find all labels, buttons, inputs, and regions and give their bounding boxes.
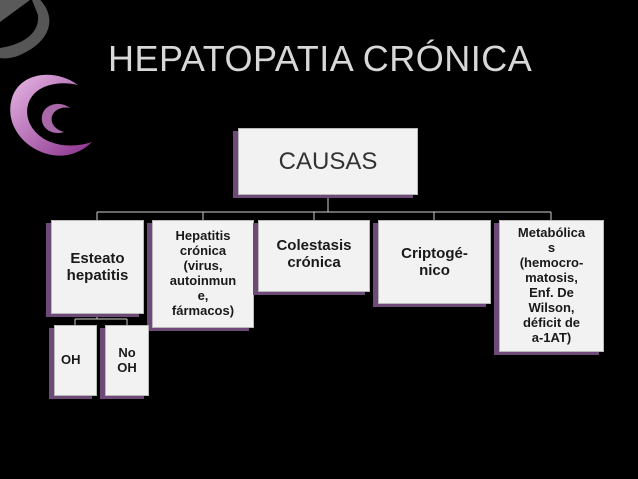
node-hepatitis-cronica: Hepatitis crónica (virus, autoinmun e, f… [152,220,254,328]
node-criptogenico: Criptogé- nico [378,220,491,304]
node-label: No OH [117,344,137,375]
node-label: Colestasis crónica [276,237,352,272]
node-label: Hepatitis crónica (virus, autoinmun e, f… [169,228,237,318]
node-oh: OH [54,325,97,396]
slide-title: HEPATOPATIA CRÓNICA [108,38,533,79]
node-label: OH [61,352,81,368]
node-esteatohepatitis: Esteato hepatitis [51,220,144,314]
node-label: Esteato hepatitis [66,249,129,284]
node-metabolicas: Metabólica s (hemocro- matosis, Enf. De … [499,220,604,352]
node-label: Metabólica s (hemocro- matosis, Enf. De … [517,225,586,345]
decorative-swirl-graphic [0,0,92,156]
node-label: Criptogé- nico [401,244,468,279]
node-colestasis-cronica: Colestasis crónica [258,220,370,292]
root-node-causas: CAUSAS [238,128,418,195]
root-node-label: CAUSAS [278,147,378,175]
node-no-oh: No OH [105,325,149,396]
